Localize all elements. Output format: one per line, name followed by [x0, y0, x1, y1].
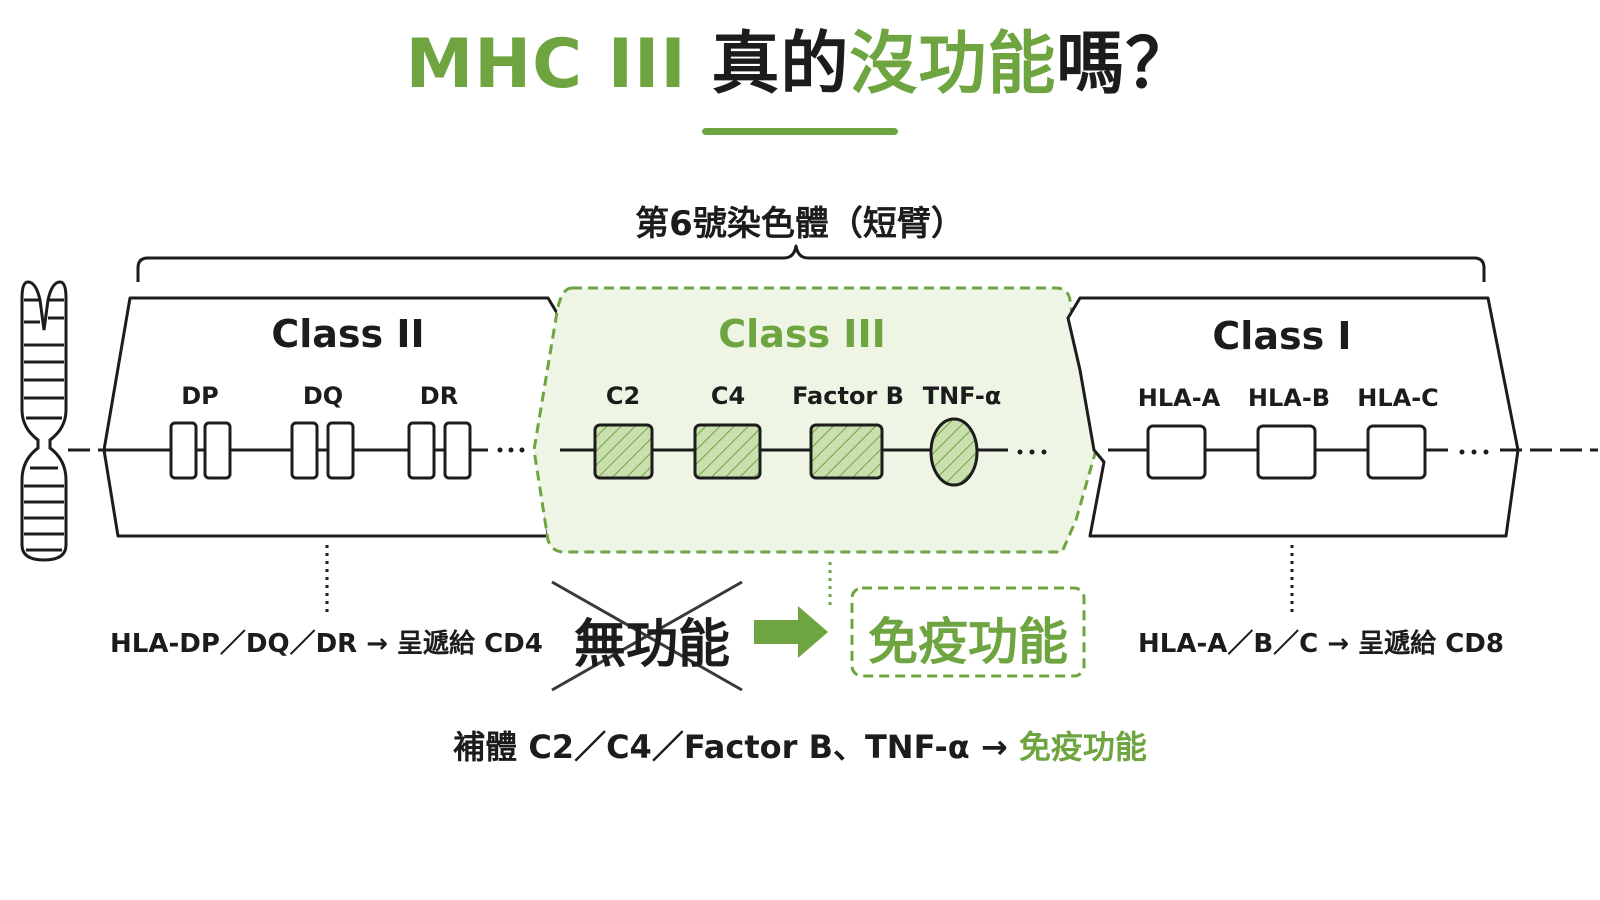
title-no-function: 沒功能 [849, 25, 1057, 104]
immune-function-box [850, 586, 1086, 678]
class1-title: Class I [1212, 314, 1352, 358]
class1-gene-hla-b [1256, 424, 1317, 480]
gene-label-hla-c: HLA-C [1357, 384, 1439, 412]
class1-gene-hla-a [1146, 424, 1207, 480]
gene-label-c4: C4 [710, 382, 746, 410]
gene-label-hla-a: HLA-A [1137, 384, 1221, 412]
page-title: MHC III 真的沒功能嗎？ [0, 25, 1600, 104]
class2-note: HLA-DP／DQ／DR → 呈遞給 CD4 [110, 629, 543, 659]
gene-label-hla-b: HLA-B [1247, 384, 1331, 412]
title-question: 嗎？ [1056, 25, 1195, 104]
gene-label-dr: DR [419, 382, 459, 410]
class3-gene-c4 [693, 423, 762, 480]
summary-text: 補體 C2／C4／Factor B、TNF-α → [453, 728, 1019, 766]
immune-function-text: 免疫功能 [868, 613, 1068, 671]
class2-gene-dr [407, 421, 472, 480]
class2-gene-dp [169, 421, 232, 480]
class3-title: Class III [718, 312, 886, 356]
class3-gene-tnf [929, 417, 979, 487]
gene-label-dq: DQ [302, 382, 344, 410]
class3-gene-factor-b [809, 423, 884, 480]
title-underline [702, 128, 898, 135]
gene-label-factor-b: Factor B [792, 382, 904, 410]
summary-line: 補體 C2／C4／Factor B、TNF-α → 免疫功能 [0, 722, 1600, 768]
gene-label-dp: DP [181, 382, 219, 410]
chromosome-icon [20, 280, 68, 562]
class1-note: HLA-A／B／C → 呈遞給 CD8 [1138, 629, 1504, 659]
class2-gene-dq [290, 421, 355, 480]
title-really: 真的 [711, 25, 850, 104]
title-mhc: MHC III [405, 25, 687, 104]
summary-highlight: 免疫功能 [1018, 728, 1147, 766]
chromosome-brace [136, 244, 1486, 282]
class3-gene-c2 [593, 423, 654, 480]
right-arrow-icon [754, 606, 828, 658]
class2-title: Class II [271, 312, 425, 356]
gene-label-c2: C2 [605, 382, 641, 410]
chromosome-label: 第6號染色體（短臂） [635, 204, 965, 244]
gene-label-tnf: TNF-α [922, 382, 1002, 410]
class1-gene-hla-c [1366, 424, 1427, 480]
no-function-text: 無功能 [574, 615, 731, 675]
cross-mark [551, 580, 743, 692]
